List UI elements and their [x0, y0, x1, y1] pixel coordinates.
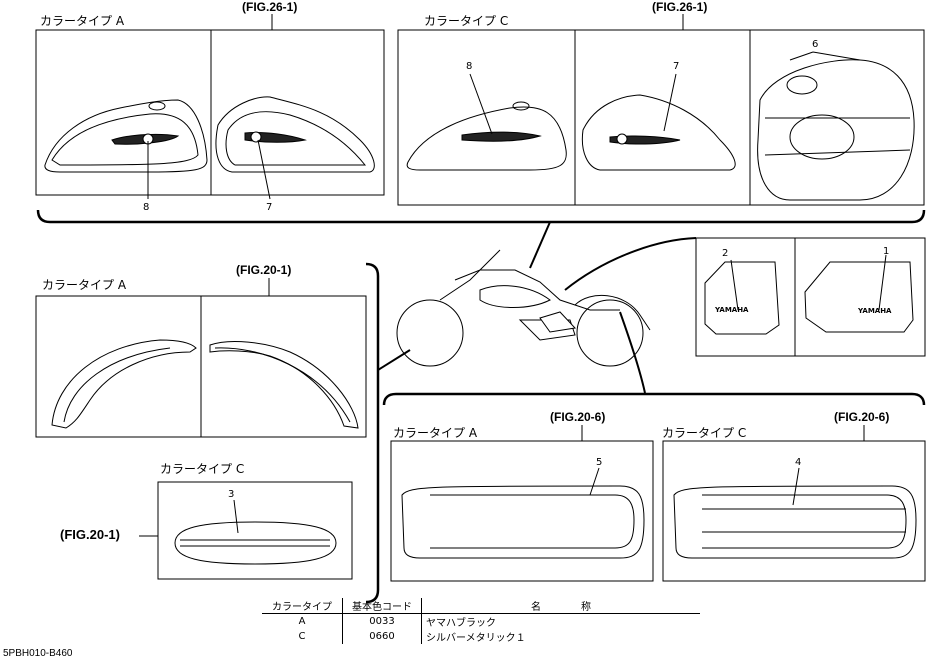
- part-number-5: 5: [596, 457, 603, 468]
- part-number-4: 4: [795, 457, 802, 468]
- legend-header-color-code: 基本色コード: [342, 598, 422, 614]
- legend-cell-type: C: [298, 631, 306, 642]
- rear-fender-c: [673, 485, 917, 559]
- panel-tank-c: [397, 29, 925, 206]
- emblem-yamaha-right: YAMAHA: [858, 307, 892, 315]
- front-fender-top-c: [174, 521, 337, 565]
- panel-tank-a: [35, 29, 385, 196]
- legend-header-color-type: カラータイプ: [262, 598, 343, 614]
- part-number-7-a: 7: [266, 202, 273, 213]
- legend-header-row: カラータイプ 基本色コード 名 称: [262, 598, 700, 614]
- label-color-type-a-front-fender: カラータイプ A: [42, 278, 127, 292]
- panel-side-covers: [695, 237, 926, 357]
- fig-ref-26-1-a: (FIG.26-1): [242, 0, 298, 14]
- legend-cell-name: ヤマハブラック: [421, 613, 700, 629]
- panel-rear-fender-c: [662, 440, 926, 582]
- side-cover-left: [704, 261, 780, 335]
- tank-left-a: [44, 99, 208, 173]
- label-color-type-c-rear-fender: カラータイプ C: [662, 426, 747, 440]
- part-number-2: 2: [722, 248, 729, 259]
- brace-left: [365, 262, 380, 604]
- motorcycle-overview: [396, 249, 651, 367]
- fig-ref-20-1-c: (FIG.20-1): [60, 527, 120, 542]
- legend-row-c: C 0660 シルバーメタリック１: [262, 629, 700, 644]
- front-fender-right: [209, 341, 359, 429]
- fig-ref-20-6-c: (FIG.20-6): [834, 410, 890, 424]
- label-color-type-c-front-fender: カラータイプ C: [160, 462, 245, 476]
- part-number-3: 3: [228, 489, 235, 500]
- rear-fender-a: [401, 485, 645, 559]
- panel-front-fender-c: [157, 481, 353, 580]
- tank-left-c: [406, 106, 567, 171]
- fig-ref-26-1-c: (FIG.26-1): [652, 0, 708, 14]
- fig-ref-20-1-a: (FIG.20-1): [236, 263, 292, 277]
- legend-cell-name: シルバーメタリック１: [421, 629, 700, 644]
- part-number-8-a: 8: [143, 202, 150, 213]
- legend-cell-code: 0660: [342, 629, 422, 644]
- part-number-1: 1: [883, 246, 890, 257]
- legend-row-a: A 0033 ヤマハブラック: [262, 613, 700, 629]
- legend-cell-code: 0033: [342, 613, 422, 629]
- side-cover-right: [804, 261, 914, 333]
- tank-top-c: [757, 59, 915, 201]
- front-fender-left: [51, 339, 197, 429]
- label-color-type-a-tank: カラータイプ A: [40, 14, 125, 28]
- legend-cell-type: A: [298, 616, 306, 627]
- part-number-7-c: 7: [673, 61, 680, 72]
- legend-header-name: 名 称: [421, 598, 700, 614]
- part-number-8-c: 8: [466, 61, 473, 72]
- document-code: 5PBH010-B460: [3, 648, 73, 659]
- tank-right-a: [215, 96, 375, 173]
- tank-right-c: [581, 94, 736, 171]
- brace-bottom: [382, 392, 926, 406]
- brace-top: [36, 209, 926, 224]
- label-color-type-a-rear-fender: カラータイプ A: [393, 426, 478, 440]
- part-number-6: 6: [812, 39, 819, 50]
- emblem-yamaha-left: YAMAHA: [715, 306, 749, 314]
- fig-ref-20-6-a: (FIG.20-6): [550, 410, 606, 424]
- color-legend-table: カラータイプ 基本色コード 名 称 A 0033 ヤマハブラック C 0660 …: [262, 598, 700, 644]
- label-color-type-c-tank: カラータイプ C: [424, 14, 509, 28]
- panel-rear-fender-a: [390, 440, 654, 582]
